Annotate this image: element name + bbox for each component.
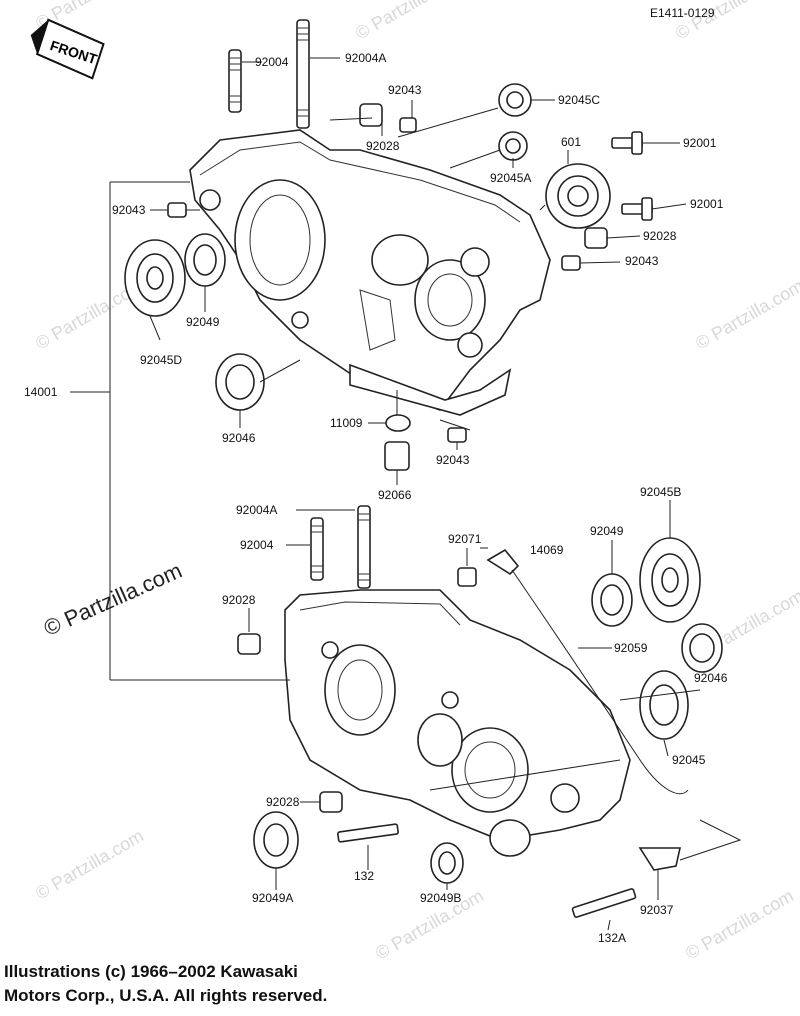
part-label: 92004	[255, 55, 289, 69]
part-label: 92001	[683, 136, 717, 150]
part-label: 92045C	[558, 93, 600, 107]
part-labels: 92004 92004A 92043 92045C 92028 92045A 6…	[24, 51, 728, 945]
part-label: 92001	[690, 197, 724, 211]
part-label: 92049B	[420, 891, 461, 905]
part-label: 92004	[240, 538, 274, 552]
part-label: 92045B	[640, 485, 681, 499]
part-label: 132A	[598, 931, 626, 945]
lower-small-parts	[237, 505, 723, 918]
copyright-line-2: Motors Corp., U.S.A. All rights reserved…	[4, 986, 328, 1005]
front-arrow-icon: FRONT	[30, 18, 105, 80]
part-label: 92043	[625, 254, 659, 268]
part-label: 92049	[186, 315, 220, 329]
copyright-line-1: Illustrations (c) 1966–2002 Kawasaki	[4, 962, 298, 981]
part-label: 92028	[266, 795, 300, 809]
part-label: 92043	[436, 453, 470, 467]
lower-crankcase-half	[284, 589, 631, 857]
part-label: 11009	[330, 416, 363, 430]
part-label: 92045D	[140, 353, 182, 367]
part-label: 14069	[530, 543, 564, 557]
part-label: 92046	[222, 431, 256, 445]
part-label: 92046	[694, 671, 728, 685]
part-label: 92043	[112, 203, 146, 217]
part-label: 92071	[448, 532, 482, 546]
watermark-text: © Partzilla.com	[682, 885, 797, 963]
part-label: 601	[561, 135, 581, 149]
watermark-text: © Partzilla.com	[352, 0, 467, 43]
part-label: 92037	[640, 903, 674, 917]
leader-lines	[70, 57, 742, 931]
part-label: 92059	[614, 641, 648, 655]
diagram-code: E1411-0129	[650, 6, 715, 20]
watermark-text: © Partzilla.com	[32, 825, 147, 903]
part-label: 92045	[672, 753, 706, 767]
part-label: 92049A	[252, 891, 293, 905]
part-label: 92066	[378, 488, 412, 502]
watermark-text: © Partzilla.com	[692, 275, 800, 353]
upper-small-parts	[124, 19, 653, 471]
part-label: 92028	[222, 593, 256, 607]
part-label: 132	[354, 869, 374, 883]
part-label: 92028	[366, 139, 400, 153]
upper-crankcase-half	[189, 129, 551, 416]
part-label: 92004A	[345, 51, 386, 65]
part-label: 92045A	[490, 171, 531, 185]
part-label: 92043	[388, 83, 422, 97]
part-label: 92028	[643, 229, 677, 243]
part-label: 92004A	[236, 503, 277, 517]
copyright-notice: Illustrations (c) 1966–2002 Kawasaki Mot…	[4, 960, 327, 1008]
part-label: 14001	[24, 385, 58, 399]
part-label: 92049	[590, 524, 624, 538]
